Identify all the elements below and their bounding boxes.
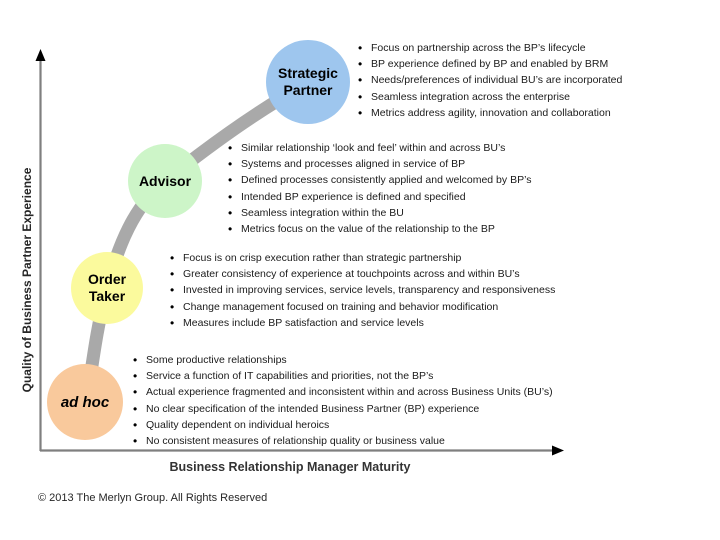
bullet-item: Needs/preferences of individual BU’s are…	[358, 72, 622, 88]
stage-label-strategic-partner: Strategic Partner	[278, 65, 338, 98]
bullet-list-strategic-partner: Focus on partnership across the BP’s lif…	[358, 40, 622, 121]
stage-circle-ad-hoc: ad hoc	[47, 364, 123, 440]
bullet-item: Some productive relationships	[133, 352, 553, 368]
bullet-item: Actual experience fragmented and inconsi…	[133, 384, 553, 400]
bullet-item: Metrics address agility, innovation and …	[358, 105, 622, 121]
bullet-item: Seamless integration within the BU	[228, 205, 531, 221]
bullet-item: Quality dependent on individual heroics	[133, 417, 553, 433]
bullet-item: Systems and processes aligned in service…	[228, 156, 531, 172]
y-axis-arrow-icon	[35, 49, 46, 61]
bullet-item: Focus on partnership across the BP’s lif…	[358, 40, 622, 56]
bullet-item: No clear specification of the intended B…	[133, 401, 553, 417]
bullet-list-ad-hoc: Some productive relationships Service a …	[133, 352, 553, 449]
bullet-item: Defined processes consistently applied a…	[228, 172, 531, 188]
stage-label-ad-hoc: ad hoc	[60, 393, 110, 411]
bullet-item: No consistent measures of relationship q…	[133, 433, 553, 449]
bullet-item: Metrics focus on the value of the relati…	[228, 221, 531, 237]
copyright-notice: © 2013 The Merlyn Group. All Rights Rese…	[38, 492, 268, 504]
bullet-item: Greater consistency of experience at tou…	[170, 266, 555, 282]
stage-circle-order-taker: Order Taker	[71, 252, 143, 324]
bullet-item: Focus is on crisp execution rather than …	[170, 250, 555, 266]
bullet-item: Intended BP experience is defined and sp…	[228, 189, 531, 205]
stage-label-advisor: Advisor	[138, 172, 192, 189]
maturity-curve	[78, 78, 310, 414]
bullet-item: BP experience defined by BP and enabled …	[358, 56, 622, 72]
bullet-item: Similar relationship ‘look and feel’ wit…	[228, 140, 531, 156]
x-axis-label: Business Relationship Manager Maturity	[169, 460, 411, 474]
bullet-list-advisor: Similar relationship ‘look and feel’ wit…	[228, 140, 531, 237]
bullet-list-order-taker: Focus is on crisp execution rather than …	[170, 250, 555, 331]
bullet-item: Seamless integration across the enterpri…	[358, 89, 622, 105]
stage-circle-strategic-partner: Strategic Partner	[266, 40, 350, 124]
y-axis-label: Quality of Business Partner Experience	[20, 167, 34, 393]
bullet-item: Service a function of IT capabilities an…	[133, 368, 553, 384]
bullet-item: Change management focused on training an…	[170, 299, 555, 315]
stage-label-order-taker: Order Taker	[87, 271, 127, 304]
x-axis-arrow-icon	[552, 445, 564, 456]
bullet-item: Measures include BP satisfaction and ser…	[170, 315, 555, 331]
stage-circle-advisor: Advisor	[128, 144, 202, 218]
bullet-item: Invested in improving services, service …	[170, 282, 555, 298]
